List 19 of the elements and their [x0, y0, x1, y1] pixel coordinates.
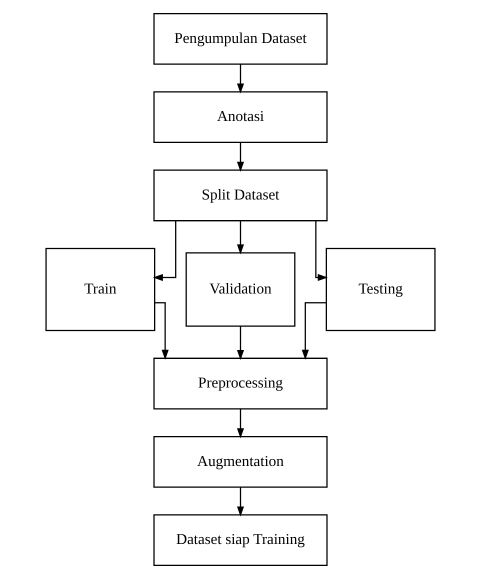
arrow	[236, 142, 244, 172]
arrow	[236, 326, 244, 360]
arrow	[236, 221, 244, 254]
arrow	[301, 302, 326, 360]
arrow	[154, 302, 168, 360]
node-box: Validation	[185, 252, 295, 327]
node-box: Split Dataset	[152, 170, 328, 222]
node-box: Pengumpulan Dataset	[152, 12, 328, 65]
node-box: Testing	[325, 248, 436, 332]
arrow	[314, 220, 328, 282]
node-box: Augmentation	[152, 436, 328, 488]
arrow	[236, 64, 244, 94]
node-box: Dataset siap Training	[152, 514, 328, 566]
arrow	[152, 220, 176, 282]
arrow	[236, 487, 244, 517]
arrow	[236, 409, 244, 438]
node-box: Anotasi	[152, 91, 328, 144]
node-box: Train	[44, 248, 155, 332]
node-box: Preprocessing	[152, 358, 328, 410]
